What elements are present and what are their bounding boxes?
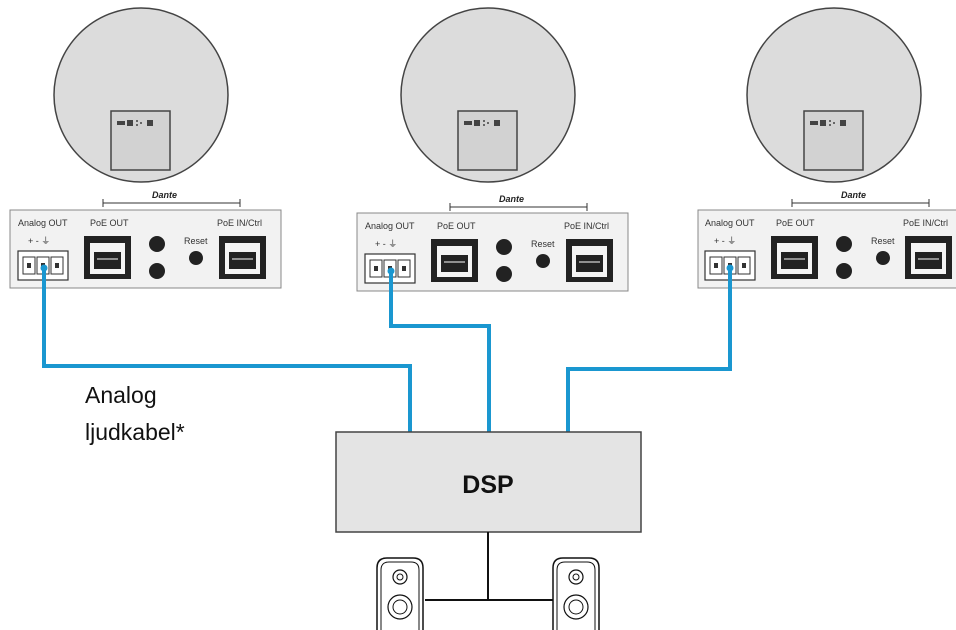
cable-caption-line1: Analog <box>85 382 157 408</box>
speaker-icon <box>552 557 600 630</box>
reset-button[interactable] <box>876 251 890 265</box>
rj45-port-icon[interactable] <box>566 239 613 282</box>
pin-labels: + - ⏚ <box>375 239 397 249</box>
dante-logo-icon: Dante <box>102 190 241 207</box>
reset-button[interactable] <box>189 251 203 265</box>
device-2: Dante Analog OUT PoE OUT PoE IN/Ctrl Res… <box>356 7 629 292</box>
device-3: Dante Analog OUT PoE OUT PoE IN/Ctrl Res… <box>697 7 956 289</box>
analog-out-label: Analog OUT <box>18 218 68 228</box>
cable-connector <box>726 264 734 272</box>
dante-label: Dante <box>499 194 524 204</box>
dante-logo-icon: Dante <box>791 190 930 207</box>
pin-labels: + - ⏚ <box>714 236 736 246</box>
poe-out-label: PoE OUT <box>90 218 129 228</box>
led-indicator <box>836 236 852 252</box>
analog-out-label: Analog OUT <box>365 221 415 231</box>
reset-label: Reset <box>531 239 555 249</box>
reset-button[interactable] <box>536 254 550 268</box>
poe-out-label: PoE OUT <box>776 218 815 228</box>
cable-2 <box>389 269 491 432</box>
dsp-label: DSP <box>462 471 513 499</box>
dante-label: Dante <box>152 190 177 200</box>
reset-label: Reset <box>184 236 208 246</box>
cable-1 <box>42 266 412 432</box>
speaker-wiring <box>425 532 553 601</box>
ceiling-microphone-icon <box>53 7 229 183</box>
speaker-icon <box>376 557 424 630</box>
rj45-port-icon[interactable] <box>905 236 952 279</box>
dante-logo-icon: Dante <box>449 194 588 211</box>
reset-label: Reset <box>871 236 895 246</box>
dsp-box <box>335 431 642 533</box>
poe-in-ctrl-label: PoE IN/Ctrl <box>903 218 948 228</box>
led-indicator <box>496 266 512 282</box>
poe-in-ctrl-label: PoE IN/Ctrl <box>217 218 262 228</box>
dante-label: Dante <box>841 190 866 200</box>
device-1: Dante Analog OUT PoE OUT PoE IN/Ctrl Res… <box>9 7 282 289</box>
analog-out-label: Analog OUT <box>705 218 755 228</box>
rj45-port-icon[interactable] <box>771 236 818 279</box>
poe-in-ctrl-label: PoE IN/Ctrl <box>564 221 609 231</box>
pin-labels: + - ⏚ <box>28 236 50 246</box>
cable-caption-line2: ljudkabel* <box>85 419 185 445</box>
cable-3 <box>566 266 732 432</box>
ceiling-microphone-icon <box>400 7 576 183</box>
led-indicator <box>149 263 165 279</box>
rj45-port-icon[interactable] <box>431 239 478 282</box>
led-indicator <box>496 239 512 255</box>
led-indicator <box>149 236 165 252</box>
rj45-port-icon[interactable] <box>219 236 266 279</box>
cable-connector <box>387 267 395 275</box>
ceiling-microphone-icon <box>746 7 922 183</box>
rj45-port-icon[interactable] <box>84 236 131 279</box>
analog-audio-cables <box>42 266 732 432</box>
poe-out-label: PoE OUT <box>437 221 476 231</box>
cable-connector <box>40 264 48 272</box>
led-indicator <box>836 263 852 279</box>
